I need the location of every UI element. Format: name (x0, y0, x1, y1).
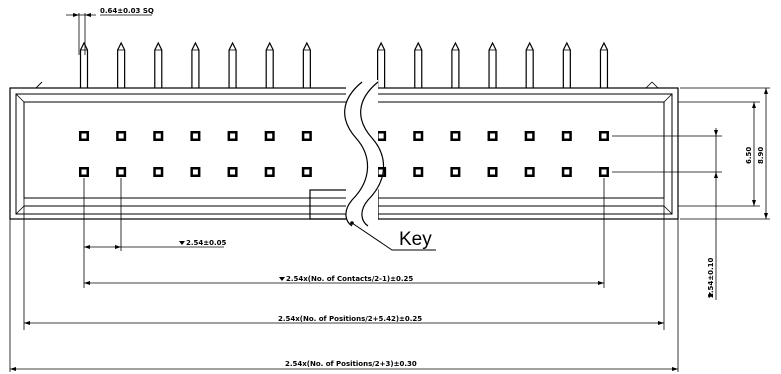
contact-pin (267, 133, 273, 139)
contact-pin (81, 169, 87, 175)
pin-tail (414, 41, 423, 88)
contacts (79, 131, 609, 177)
pin-dimension (66, 13, 96, 55)
pin-tail (599, 41, 609, 88)
contact-pin (230, 169, 236, 175)
pin-tail (377, 41, 386, 88)
contact-pin (527, 133, 533, 139)
pin-tail (302, 41, 311, 88)
pin-dimension-label: 0.64±0.03 SQ (100, 7, 154, 15)
pitch-marker (179, 241, 185, 245)
contact-pin (415, 133, 421, 139)
contact-pin (304, 133, 310, 139)
contact-pin (452, 169, 458, 175)
contact-pin (564, 133, 570, 139)
pin-tail (525, 41, 534, 88)
contact-pin (564, 169, 570, 175)
contact-pin (452, 133, 458, 139)
contact-pin (81, 133, 87, 139)
contact-pin (118, 133, 124, 139)
contact-pin (601, 169, 607, 175)
contact-pin (267, 169, 273, 175)
bottom-dimensions (9, 178, 679, 372)
row-pitch-label: 2.54±0.10 (707, 257, 715, 298)
contact-pin (155, 169, 161, 175)
pin-tail (154, 41, 163, 88)
key-callout (350, 221, 436, 251)
key-label: Key (399, 229, 432, 250)
contact-pin (490, 169, 496, 175)
contact-pin (527, 169, 533, 175)
pin-tail (265, 41, 274, 88)
row-pitch-marker (709, 292, 713, 298)
pin-tail (117, 41, 126, 88)
contacts-span-label: 2.54x(No. of Contacts/2-1)±0.25 (286, 275, 413, 283)
height-inner-label: 6.50 (745, 147, 753, 164)
contact-pin (601, 133, 607, 139)
pin-tail (191, 41, 200, 88)
pin-tail (228, 41, 237, 88)
contact-pin (118, 169, 124, 175)
pin-tail (488, 41, 497, 88)
contact-pin (378, 169, 384, 175)
contact-pin (192, 133, 198, 139)
pin-tails (79, 41, 609, 88)
contacts-marker (279, 277, 285, 281)
contact-pin (230, 133, 236, 139)
positions-inner-label: 2.54x(No. of Positions/2+5.42)±0.25 (278, 315, 422, 323)
contact-pin (155, 133, 161, 139)
pin-tail (562, 41, 571, 88)
contact-pin (378, 133, 384, 139)
pitch-label: 2.54±0.05 (186, 239, 227, 247)
positions-outer-label: 2.54x(No. of Positions/2+3)±0.30 (285, 360, 417, 368)
contact-pin (304, 169, 310, 175)
right-dimensions (612, 87, 770, 300)
contact-pin (192, 169, 198, 175)
break-lines (344, 80, 385, 230)
header-body (9, 81, 679, 220)
contact-pin (415, 169, 421, 175)
pin-tail (451, 41, 460, 88)
pin-tail (79, 41, 89, 88)
contact-pin (490, 133, 496, 139)
height-outer-label: 8.90 (757, 147, 765, 164)
